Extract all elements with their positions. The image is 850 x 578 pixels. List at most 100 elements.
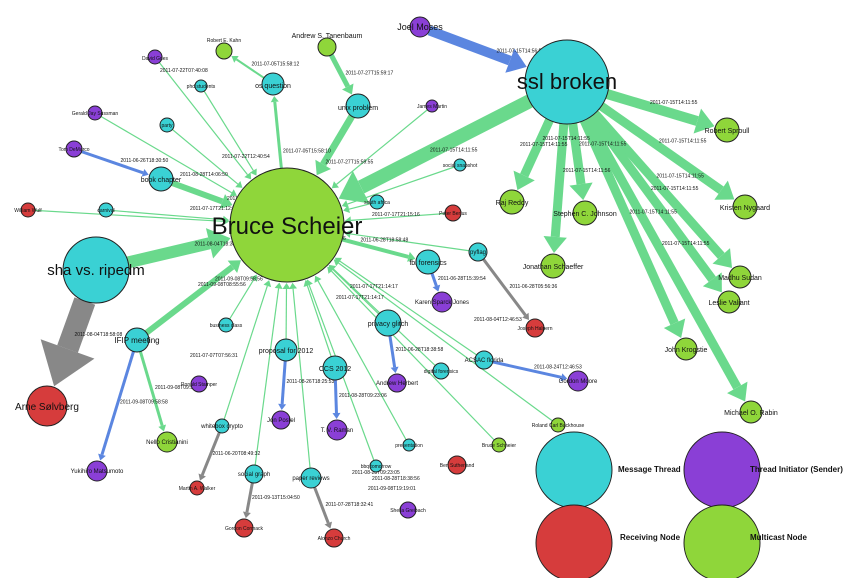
- node-martin[interactable]: Martin A. Walker: [179, 480, 216, 496]
- node-gordonc[interactable]: Gordon Cormack: [225, 518, 264, 538]
- node-label: Peter Bertus: [439, 211, 467, 217]
- node-paper[interactable]: paper reviews: [292, 467, 330, 489]
- node-leslie[interactable]: Leslie Valiant: [708, 290, 750, 314]
- node-circle: [447, 455, 467, 475]
- node-jon[interactable]: Jon Postel: [267, 410, 295, 430]
- node-label: Madhu Sudan: [718, 275, 762, 282]
- node-bbq[interactable]: bbq tomorrow: [361, 459, 392, 473]
- edge-ifip-bruce: [144, 260, 241, 336]
- edge-timestamp: 2011-06-26T18:30:50: [121, 158, 169, 164]
- legend-sender-label: Thread Initiator (Sender): [750, 465, 843, 474]
- edge-pyflag-joseph: [482, 258, 529, 320]
- node-carnival[interactable]: carnival: [97, 202, 115, 218]
- node-party[interactable]: party: [159, 117, 175, 133]
- node-acsac[interactable]: ACSAC florida: [465, 350, 504, 370]
- node-label: ACSAC florida: [465, 358, 504, 364]
- node-osq[interactable]: os question: [255, 72, 291, 96]
- edge-timestamp: 2011-09-08T09:58:56: [215, 277, 263, 283]
- node-kristen[interactable]: Kristen Nygaard: [720, 194, 770, 220]
- node-circle: [317, 37, 337, 57]
- node-bruce[interactable]: Bruce Scheier: [212, 167, 363, 283]
- node-ronald[interactable]: Ronald Stamper: [181, 375, 217, 393]
- node-john[interactable]: John Krogstie: [665, 337, 708, 361]
- node-alonzo[interactable]: Alonzo Church: [318, 528, 351, 548]
- node-joel[interactable]: Joel Moses: [397, 16, 443, 38]
- node-bruces[interactable]: Bruce Schneier: [482, 437, 517, 453]
- spoke-edge: [334, 257, 485, 361]
- node-southafrica[interactable]: south africa: [364, 194, 390, 210]
- node-ccs[interactable]: CCS 2012: [319, 355, 351, 381]
- spoke-edge: [333, 259, 559, 426]
- node-joseph[interactable]: Joseph Halpern: [517, 318, 553, 338]
- node-socialgraph[interactable]: social graph: [238, 464, 270, 484]
- node-michael[interactable]: Michael O. Rabin: [724, 400, 778, 424]
- node-robert[interactable]: Robert Sproull: [705, 117, 750, 143]
- node-yukihiro[interactable]: Yukihiro Matsumoto: [71, 460, 124, 482]
- node-circle: [261, 72, 285, 96]
- node-nello[interactable]: Nello Cristianini: [146, 431, 188, 453]
- edge-timestamp: 2011-09-08T09:58:58: [120, 400, 168, 406]
- edge-timestamp: 2011-08-28T09:23:05: [352, 470, 400, 476]
- node-sha[interactable]: sha vs. ripedm: [47, 236, 145, 304]
- spoke-edge: [289, 282, 312, 479]
- spoke-edge: [94, 112, 237, 197]
- node-proposal[interactable]: proposal for 2012: [259, 338, 314, 362]
- node-fbi[interactable]: fbi forensics: [409, 249, 447, 275]
- node-label: Raj Reddy: [496, 200, 529, 207]
- node-sheila[interactable]: Sheila Greibach: [390, 501, 426, 519]
- node-raj[interactable]: Raj Reddy: [496, 189, 529, 215]
- node-whitebox[interactable]: whitebox crypto: [200, 418, 244, 434]
- legend-multicast-label: Multicast Node: [750, 533, 807, 542]
- node-andrew[interactable]: Andrew Herbert: [376, 373, 418, 393]
- node-circle: [474, 350, 494, 370]
- node-circle: [345, 93, 371, 119]
- edge-bruce-osq: [270, 95, 283, 169]
- node-ifip[interactable]: IFIP meeting: [114, 327, 160, 353]
- node-label: Arne Sølvberg: [15, 402, 79, 413]
- node-tom[interactable]: Tom DeMarco: [58, 140, 90, 158]
- node-circle: [86, 460, 108, 482]
- node-circle: [432, 362, 450, 380]
- edge-timestamp: 2011-07-15T14:11:55: [650, 100, 698, 106]
- edge-labels-layer: 2011-07-15T14:56:562011-07-15T14:11:5520…: [75, 49, 710, 509]
- edge-ssl-robert: [605, 89, 715, 134]
- node-david[interactable]: David Gries: [142, 49, 169, 65]
- legend-message-thread-swatch: [535, 431, 613, 509]
- node-tvraman[interactable]: T. V. Raman: [321, 419, 353, 441]
- node-karen[interactable]: Karen Sparck Jones: [415, 291, 469, 313]
- node-book[interactable]: book chapter: [141, 166, 182, 192]
- spoke-edge: [331, 105, 433, 189]
- node-peterb[interactable]: Peter Bertus: [439, 204, 467, 222]
- node-label: Gordon Moore: [559, 379, 598, 385]
- node-gordon[interactable]: Gordon Moore: [559, 370, 598, 392]
- node-gerald[interactable]: Gerald Jay Sussman: [72, 105, 119, 121]
- node-presentation[interactable]: presentation: [395, 438, 423, 452]
- node-digital[interactable]: digital forensics: [424, 362, 459, 380]
- node-robertk[interactable]: Robert E. Kahn: [207, 38, 241, 60]
- node-jonathan[interactable]: Jonathan Schaeffer: [523, 253, 584, 279]
- node-roland[interactable]: Roland Carl Backhouse: [532, 417, 585, 433]
- node-tanen[interactable]: Andrew S. Tanenbaum: [292, 33, 363, 57]
- node-privacy[interactable]: privacy glitch: [368, 309, 409, 337]
- node-ssl[interactable]: ssl broken: [517, 39, 617, 125]
- node-business[interactable]: business class: [210, 317, 243, 333]
- node-ben[interactable]: Ben Sutherland: [440, 455, 475, 475]
- node-phd[interactable]: phd students: [187, 79, 216, 93]
- node-stephen[interactable]: Stephen C. Johnson: [553, 200, 617, 226]
- node-circle: [572, 200, 598, 226]
- edge-tanen-unix: [328, 53, 354, 95]
- node-label: sha vs. ripedm: [47, 262, 145, 279]
- node-pyflag[interactable]: pyflag: [468, 242, 488, 262]
- edge-timestamp: 2011-07-27T15:59:17: [346, 71, 394, 77]
- node-arne[interactable]: Arne Sølvberg: [15, 385, 79, 427]
- node-unix[interactable]: unix problem: [338, 93, 378, 119]
- node-circle: [215, 42, 233, 60]
- node-label: book chapter: [141, 177, 182, 184]
- node-jamesm[interactable]: James Martin: [417, 99, 447, 113]
- node-social[interactable]: social snapshot: [443, 158, 478, 172]
- node-circle: [369, 194, 385, 210]
- legend: Message Thread Thread Initiator (Sender)…: [535, 431, 843, 578]
- edge-ssl-john: [579, 118, 686, 339]
- node-madhu[interactable]: Madhu Sudan: [718, 265, 762, 289]
- node-william[interactable]: William Wulf: [14, 202, 42, 218]
